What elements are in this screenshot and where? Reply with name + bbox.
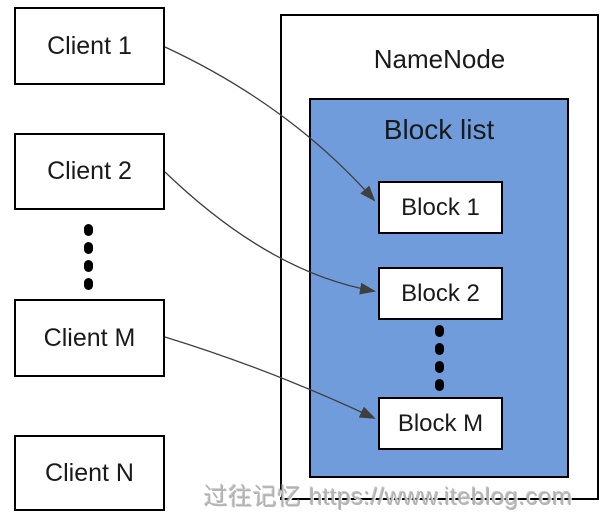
block-2-label: Block 2 [401, 279, 480, 307]
ellipsis-dot [435, 361, 444, 373]
block-list-title: Block list [383, 114, 495, 145]
ellipsis-dot [84, 242, 93, 254]
ellipsis-dot [435, 343, 444, 355]
block-m-label: Block M [397, 409, 484, 437]
block-list-box: Block list Block 1 Block 2 Block M [309, 98, 569, 478]
clients-ellipsis-dots [84, 224, 93, 290]
watermark-text: 过往记忆 https://www.iteblog.com [204, 484, 573, 511]
block-1-box: Block 1 [378, 181, 503, 234]
client-m-label: Client M [43, 323, 136, 352]
block-1-label: Block 1 [401, 193, 480, 221]
block-2-box: Block 2 [378, 267, 503, 320]
blocks-ellipsis-dots [435, 325, 444, 391]
client-n-box: Client N [14, 435, 165, 511]
client-n-label: Client N [45, 458, 134, 487]
namenode-title: NameNode [373, 44, 506, 74]
client-m-box: Client M [14, 299, 165, 377]
client-2-label: Client 2 [47, 157, 132, 185]
client-1-label: Client 1 [47, 31, 132, 60]
client-1-box: Client 1 [14, 7, 165, 85]
ellipsis-dot [84, 260, 93, 272]
client-2-box: Client 2 [14, 133, 165, 210]
ellipsis-dot [435, 379, 444, 391]
namenode-box: NameNode Block list Block 1 Block 2 Bloc… [280, 14, 599, 500]
ellipsis-dot [435, 325, 444, 337]
block-m-box: Block M [378, 397, 503, 450]
ellipsis-dot [84, 224, 93, 236]
ellipsis-dot [84, 278, 93, 290]
